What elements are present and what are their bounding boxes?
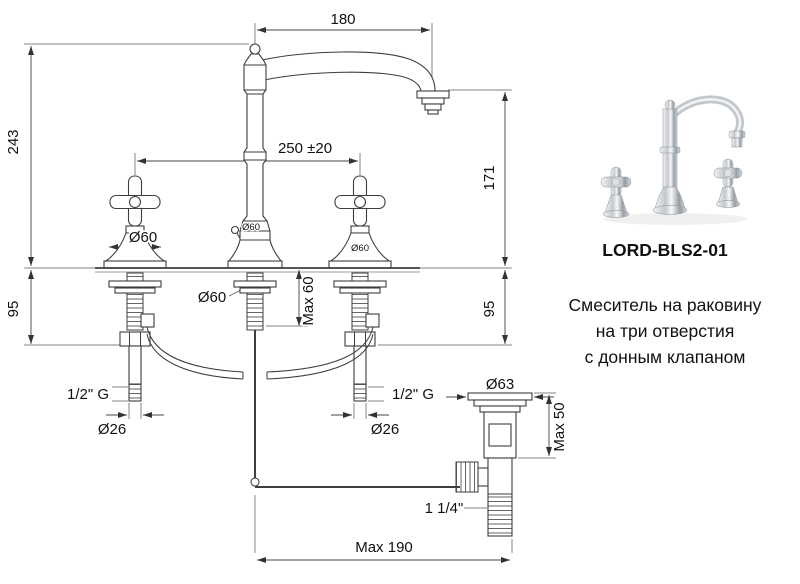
- left-handle: [103, 175, 167, 269]
- dim-total-height: 243: [5, 129, 22, 154]
- photo-right-handle: [713, 158, 743, 208]
- description-line-2: на три отверстия: [595, 321, 735, 341]
- dim-drain-flange-diameter: Ø63: [486, 376, 514, 393]
- description-line-3: с донным клапаном: [584, 347, 746, 367]
- dim-drain-height-max: Max 50: [551, 402, 568, 451]
- spout-arm: [261, 51, 436, 92]
- dim-right-handle-diameter: Ø60: [351, 243, 369, 254]
- drain-assembly: [455, 392, 533, 537]
- dim-spout-reach: 180: [330, 11, 355, 28]
- faucet-body: [95, 43, 533, 537]
- faucet-technical-drawing: 180 243 250 ±20 171 Ø60 Ø60 Ø60 Ø60 Max …: [3, 9, 570, 563]
- left-nut: [119, 331, 151, 347]
- dim-drain-offset-max: Max 190: [355, 539, 413, 556]
- dim-handle-spacing: 250 ±20: [278, 140, 332, 157]
- dim-drain-thread: 1 1/4": [425, 500, 464, 517]
- photo-finial: [664, 99, 676, 111]
- dim-left-thread: 1/2" G: [67, 386, 109, 403]
- description-line-1: Смеситель на раковину: [568, 295, 762, 315]
- dim-center-top-diameter: Ø60: [242, 222, 260, 233]
- dim-center-body-diameter: Ø60: [198, 289, 226, 306]
- dim-right-thread: 1/2" G: [392, 386, 434, 403]
- product-description: Смеситель на раковину на три отверстия с…: [538, 292, 792, 370]
- dim-left-handle-diameter: Ø60: [129, 229, 157, 246]
- dim-spout-height: 171: [481, 165, 498, 190]
- product-code: LORD-BLS2-01: [602, 240, 728, 260]
- dim-deck-thickness-max: Max 60: [300, 276, 317, 325]
- dim-left-shank-length: 95: [5, 301, 22, 318]
- dimension-labels: 180 243 250 ±20 171 Ø60 Ø60 Ø60 Ø60 Max …: [3, 9, 570, 558]
- product-photo: [600, 95, 747, 225]
- dim-right-pipe-diameter: Ø26: [371, 421, 399, 438]
- photo-left-handle: [600, 166, 632, 218]
- right-handle: [328, 175, 392, 269]
- spout-outlet: [416, 90, 450, 99]
- spout-finial: [249, 43, 261, 55]
- right-nut: [344, 331, 376, 347]
- flex-hoses: [140, 313, 380, 380]
- dim-right-shank-length: 95: [481, 301, 498, 318]
- photo-shadow: [603, 213, 747, 225]
- drain-wheel: [455, 461, 479, 493]
- dim-left-pipe-diameter: Ø26: [98, 421, 126, 438]
- dimension-lines: [24, 23, 556, 563]
